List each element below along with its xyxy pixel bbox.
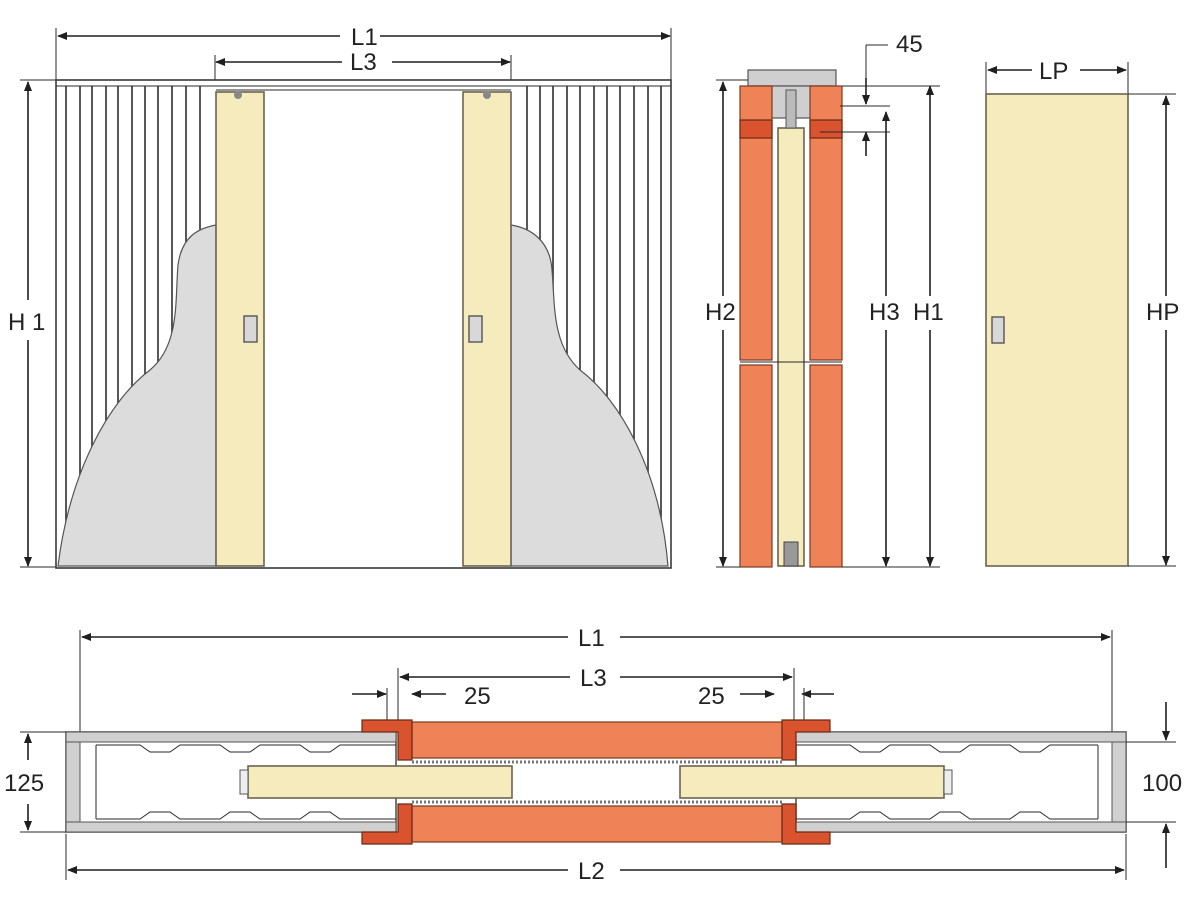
plan-25-left-label: 25: [464, 683, 491, 710]
side-left-jamb-lower: [739, 364, 773, 568]
left-door-roller-icon: [234, 91, 242, 99]
plan-right-door: [679, 765, 945, 799]
door-lp-label: LP: [1039, 58, 1068, 85]
plan-25-right-label: 25: [698, 683, 725, 710]
plan-bottom-jamb: [411, 805, 783, 843]
plan-left-door: [247, 765, 513, 799]
front-l3-label: L3: [350, 49, 377, 76]
right-door-roller-icon: [483, 91, 491, 99]
left-door-handle-icon: [243, 315, 258, 343]
door-panel-handle-icon: [991, 316, 1005, 344]
side-right-jamb-lower: [809, 364, 843, 568]
side-top-rail: [747, 69, 837, 87]
side-section: 45 H2 H3 H1: [705, 31, 944, 568]
side-h3-label: H3: [869, 299, 900, 326]
side-right-cap: [809, 119, 843, 139]
plan-top-right-cap: [781, 719, 831, 761]
left-wall-cutaway: [57, 224, 217, 567]
plan-l1-label: L1: [578, 625, 605, 652]
front-h1-label: H 1: [8, 309, 45, 336]
door-panel: [985, 93, 1129, 567]
right-wall-cutaway: [510, 224, 669, 567]
plan-l3-label: L3: [580, 665, 607, 692]
plan-top-left-cap: [361, 719, 413, 761]
front-elevation: L1 L3 H 1: [8, 24, 672, 569]
plan-top-jamb: [411, 721, 783, 759]
plan-125-label: 125: [4, 770, 44, 797]
door-panel-view: LP HP: [985, 58, 1179, 567]
plan-bottom-right-cap: [781, 803, 831, 845]
right-door-handle-icon: [468, 315, 483, 343]
plan-100-label: 100: [1142, 770, 1182, 797]
plan-l2-label: L2: [578, 858, 605, 885]
side-floor-guide: [783, 541, 799, 567]
side-door-panel: [777, 127, 805, 567]
side-h1-label: H1: [913, 299, 944, 326]
plan-view: L1 L3 25 25: [4, 625, 1182, 885]
side-left-cap: [739, 119, 773, 139]
plan-bottom-left-cap: [361, 803, 413, 845]
front-l1-label: L1: [351, 24, 378, 51]
side-h2-label: H2: [705, 299, 736, 326]
door-hp-label: HP: [1146, 299, 1179, 326]
side-45-label: 45: [896, 31, 923, 58]
